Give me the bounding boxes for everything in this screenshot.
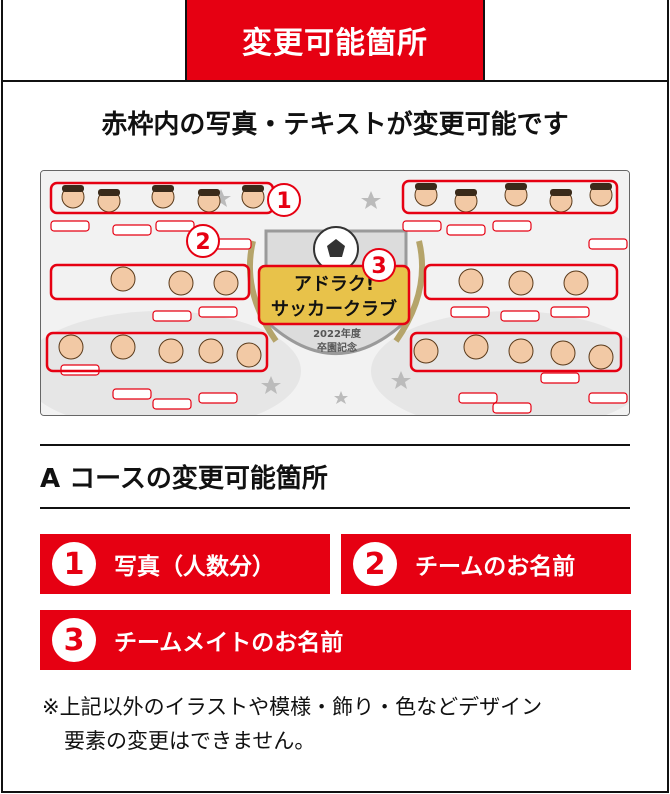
- note-line2: 要素の変更はできません。: [64, 729, 316, 753]
- section-divider-bottom: [40, 507, 630, 509]
- item-photo: 1 写真（人数分）: [40, 534, 330, 594]
- logo-sub: 卒園記念: [317, 341, 357, 354]
- intro-text: 赤枠内の写真・テキストが変更可能です: [101, 110, 569, 140]
- note-line1: ※上記以外のイラストや模様・飾り・色などデザイン: [42, 695, 543, 719]
- product-preview-image: アドラク! サッカークラブ 2022年度 卒園記念: [40, 170, 630, 416]
- item-label-photo: 写真（人数分）: [114, 554, 275, 580]
- marker-1: 1: [276, 189, 291, 214]
- marker-2: 2: [195, 230, 210, 255]
- section-divider-top: [40, 444, 630, 446]
- item-number-3: 3: [52, 618, 96, 662]
- disclaimer-note: ※上記以外のイラストや模様・飾り・色などデザイン 要素の変更はできません。: [42, 690, 642, 758]
- logo-year: 2022年度: [313, 327, 362, 340]
- logo-line2: サッカークラブ: [271, 298, 397, 320]
- item-number-1: 1: [52, 542, 96, 586]
- item-team-name: 2 チームのお名前: [341, 534, 631, 594]
- logo-line1: アドラク!: [294, 274, 374, 295]
- marker-3: 3: [371, 254, 386, 279]
- item-label-team-name: チームのお名前: [415, 554, 576, 580]
- item-number-2: 2: [353, 542, 397, 586]
- section-title: A コースの変更可能箇所: [40, 464, 328, 494]
- header-badge: 変更可能箇所: [185, 0, 485, 82]
- item-teammate-names: 3 チームメイトのお名前: [40, 610, 631, 670]
- item-label-teammate-names: チームメイトのお名前: [114, 630, 344, 656]
